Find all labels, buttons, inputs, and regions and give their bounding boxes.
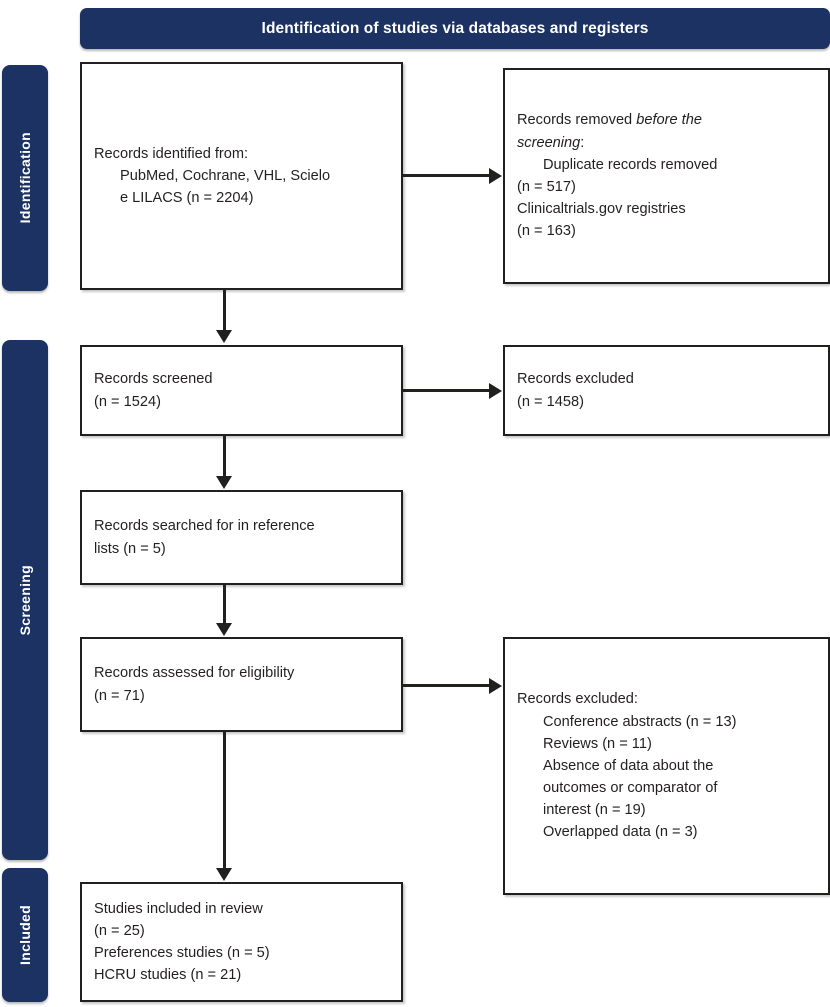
box-records-removed-line-1-italic: before the	[636, 112, 702, 129]
box-records-identified-line-3: e LILACS (n = 2204)	[120, 190, 254, 207]
box-records-excluded-eligibility-line-5: outcomes or comparator of	[543, 780, 718, 797]
box-records-screened-line-2: (n = 1524)	[94, 393, 161, 410]
box-records-removed-line-1: Records removed before the	[517, 109, 816, 131]
box-records-screened: Records screened (n = 1524)	[80, 345, 403, 436]
box-records-reference-lists: Records searched for in reference lists …	[80, 490, 403, 585]
box-records-excluded-eligibility-line-7: Overlapped data (n = 3)	[543, 824, 698, 841]
box-records-excluded-eligibility-line-3: Reviews (n = 11)	[543, 735, 652, 752]
box-records-excluded-eligibility-line-4: Absence of data about the	[543, 757, 714, 774]
box-records-removed-line-4: (n = 517)	[517, 179, 576, 195]
stage-label-included-text: Included	[17, 905, 33, 965]
box-records-excluded-screening-line-2: (n = 1458)	[517, 393, 584, 410]
arrow-identified-to-screened	[223, 290, 226, 332]
box-studies-included: Studies included in review (n = 25) Pref…	[80, 882, 403, 1002]
arrow-identified-to-screened-head	[216, 330, 232, 343]
arrow-reference-to-eligibility	[223, 585, 226, 625]
page-title: Identification of studies via databases …	[261, 19, 649, 37]
arrow-eligibility-to-excluded-head	[489, 678, 502, 694]
box-records-removed-line-2-plain: :	[580, 134, 585, 151]
stage-label-identification-text: Identification	[17, 132, 33, 224]
arrow-screened-to-excluded	[403, 389, 490, 392]
stage-label-identification: Identification	[2, 65, 48, 291]
box-records-identified-line-1: Records identified from:	[94, 145, 249, 162]
box-studies-included-line-3: Preferences studies (n = 5)	[94, 945, 270, 961]
box-records-removed-line-1-plain: Records removed	[517, 112, 637, 129]
stage-label-screening: Screening	[2, 340, 48, 860]
arrow-screened-to-reference-head	[216, 476, 232, 489]
box-records-removed-line-2-italic: screening	[517, 134, 581, 151]
diagram-title-banner: Identification of studies via databases …	[80, 8, 830, 49]
box-records-removed: Records removed before the screening: Du…	[503, 68, 830, 284]
box-records-assessed-eligibility-line-1: Records assessed for eligibility	[94, 665, 295, 682]
box-records-assessed-eligibility-line-2: (n = 71)	[94, 687, 145, 704]
box-records-removed-line-6: (n = 163)	[517, 223, 576, 240]
box-records-excluded-screening: Records excluded (n = 1458)	[503, 345, 830, 436]
arrow-identified-to-removed-head	[489, 168, 502, 184]
box-records-reference-lists-line-2: lists (n = 5)	[94, 540, 166, 557]
box-records-screened-line-1: Records screened	[94, 371, 213, 388]
box-records-excluded-screening-line-1: Records excluded	[517, 371, 634, 388]
box-records-excluded-eligibility-line-1: Records excluded:	[517, 691, 638, 708]
stage-label-included: Included	[2, 868, 48, 1002]
box-records-identified: Records identified from: PubMed, Cochran…	[80, 62, 403, 290]
arrow-reference-to-eligibility-head	[216, 623, 232, 636]
stage-label-screening-text: Screening	[17, 564, 33, 636]
arrow-screened-to-excluded-head	[489, 383, 502, 399]
box-records-assessed-eligibility: Records assessed for eligibility (n = 71…	[80, 637, 403, 732]
arrow-eligibility-to-excluded	[403, 684, 490, 687]
box-records-identified-line-2: PubMed, Cochrane, VHL, Scielo	[120, 167, 331, 184]
arrow-screened-to-reference	[223, 436, 226, 478]
box-records-removed-line-5: Clinicaltrials.gov registries	[517, 201, 686, 218]
arrow-identified-to-removed	[403, 174, 490, 177]
box-records-removed-line-2: screening:	[517, 132, 816, 154]
box-records-excluded-eligibility: Records excluded: Conference abstracts (…	[503, 637, 830, 895]
box-studies-included-line-2: (n = 25)	[94, 922, 145, 939]
box-records-excluded-eligibility-line-2: Conference abstracts (n = 13)	[543, 713, 737, 730]
box-records-excluded-eligibility-line-6: interest (n = 19)	[543, 802, 646, 819]
box-records-reference-lists-line-1: Records searched for in reference	[94, 518, 315, 535]
arrow-eligibility-to-included-head	[216, 868, 232, 881]
arrow-eligibility-to-included	[223, 732, 226, 870]
box-records-removed-line-3: Duplicate records removed	[543, 156, 718, 173]
box-studies-included-line-4: HCRU studies (n = 21)	[94, 967, 242, 984]
box-studies-included-line-1: Studies included in review	[94, 900, 263, 917]
